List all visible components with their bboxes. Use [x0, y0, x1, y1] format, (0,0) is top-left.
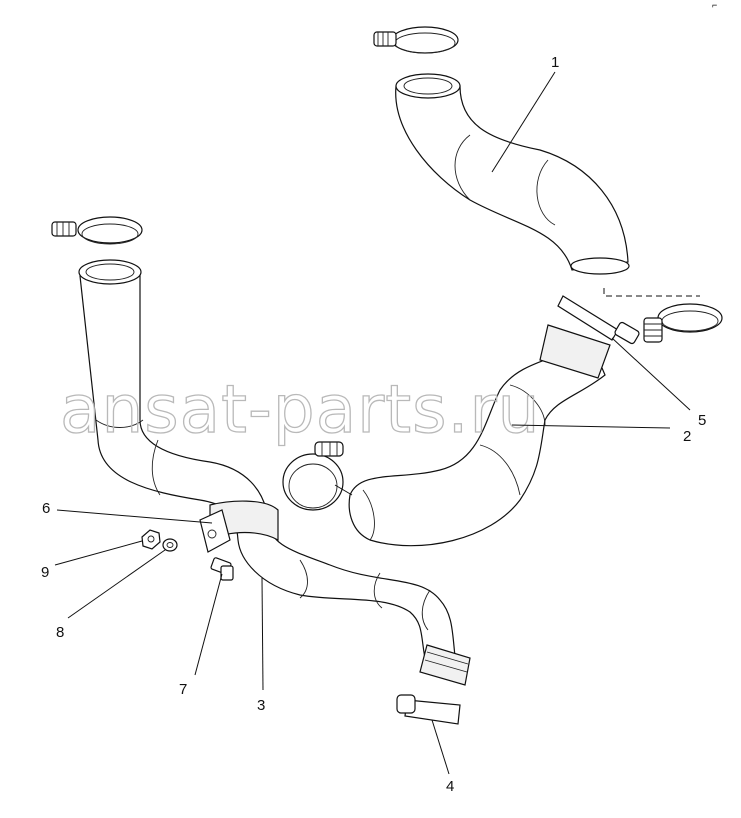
clamp-right [614, 303, 723, 345]
sleeve-5 [557, 295, 619, 341]
callout-2: 2 [683, 428, 691, 445]
callout-7: 7 [179, 681, 187, 698]
callout-5: 5 [698, 412, 706, 429]
clamp-left [51, 216, 143, 245]
callout-4: 4 [446, 778, 454, 795]
hose-1 [395, 73, 630, 275]
callout-1: 1 [551, 54, 559, 71]
clamp-middle [282, 441, 344, 511]
bracket-6 [199, 509, 231, 553]
bolt-7 [210, 557, 234, 581]
callout-8: 8 [56, 624, 64, 641]
watermark-text: ansat-parts.ru [60, 371, 540, 448]
corner-mark: ⌐ [712, 0, 717, 10]
callout-6: 6 [42, 500, 50, 517]
hose-3 [78, 259, 471, 686]
nut-9 [141, 529, 161, 550]
clamp-top [373, 26, 459, 54]
callout-3: 3 [257, 697, 265, 714]
hose-2 [348, 324, 611, 547]
leader-lines [54, 71, 691, 775]
clamp-4 [396, 694, 461, 725]
callout-9: 9 [41, 564, 49, 581]
washer-8 [162, 538, 178, 552]
